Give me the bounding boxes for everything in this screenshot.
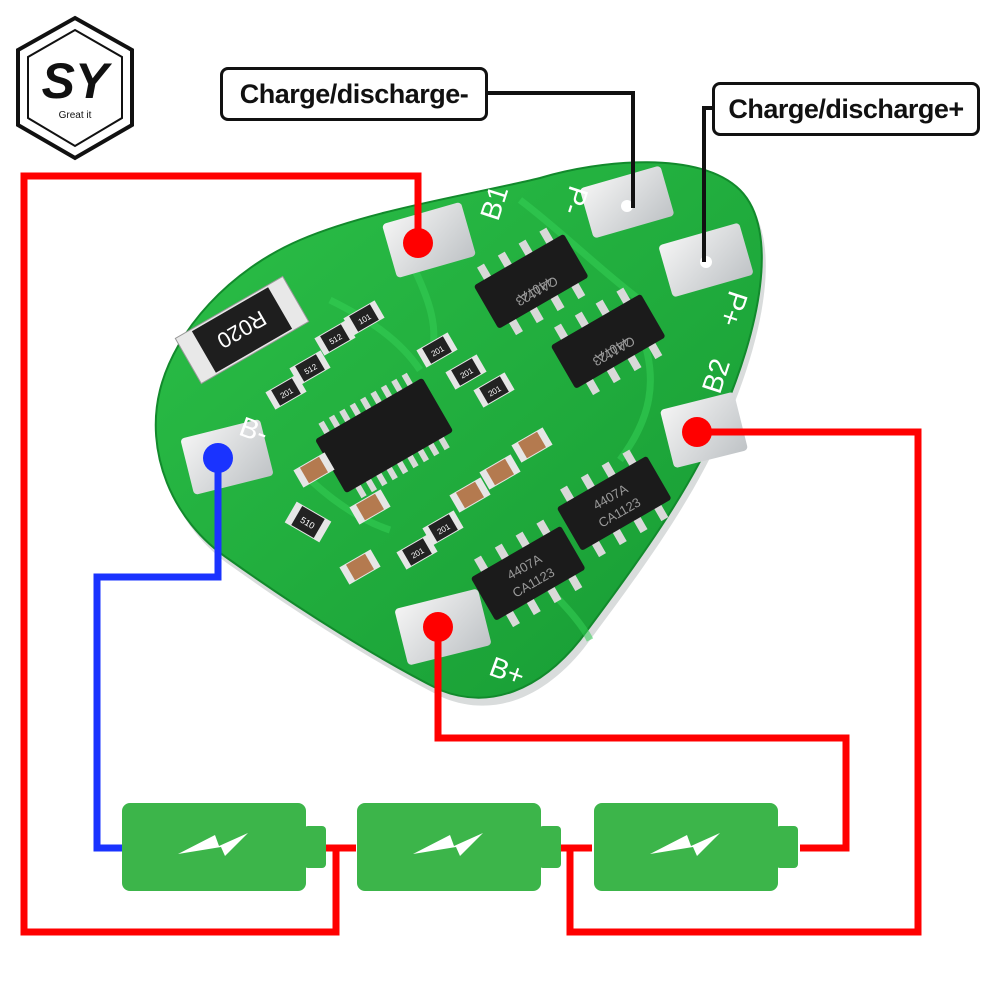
- smd-resistor-r8: 510: [284, 501, 332, 543]
- logo-letters: SY: [42, 53, 113, 109]
- smd-capacitors: [293, 427, 553, 585]
- mosfet-1: 4407A CA1123: [474, 227, 588, 336]
- wire-b-plus: [434, 627, 850, 852]
- smd-resistor-r3: 512: [289, 350, 331, 386]
- smd-resistor-r10: 201: [396, 534, 438, 570]
- junction-dots: [203, 228, 712, 642]
- protection-ic: [316, 372, 453, 499]
- battery-cell-2-bolt-icon: [413, 833, 483, 856]
- smd-resistor-r2: 512: [314, 320, 356, 356]
- smd-resistor-r6: 201: [445, 354, 487, 390]
- pad-p-minus: P-: [556, 166, 674, 238]
- wire-b-minus: [93, 458, 222, 852]
- battery-cell-1: [122, 803, 326, 891]
- battery-cell-1-bolt-icon: [178, 833, 248, 856]
- battery-cell-3-bolt-icon: [650, 833, 720, 856]
- brand-logo: SY Great it: [16, 15, 134, 161]
- logo-tagline: Great it: [59, 110, 92, 121]
- callout-charge-discharge-plus: Charge/discharge+: [712, 82, 980, 136]
- shunt-resistor: R020: [174, 275, 310, 385]
- smd-resistor-r9: 201: [422, 510, 464, 546]
- callout-charge-discharge-minus: Charge/discharge-: [220, 67, 488, 121]
- mosfet-4: 4407A CA1123: [471, 519, 585, 628]
- battery-cell-3: [594, 803, 798, 891]
- leader-discharge-plus: [702, 106, 712, 262]
- dot-b-plus: [423, 612, 453, 642]
- wires: [20, 91, 922, 936]
- bms-pcb-board: B1 P- P+ B2 B- B+ R020: [154, 161, 766, 706]
- smd-resistor-r5: 201: [416, 332, 458, 368]
- battery-cell-2: [357, 803, 561, 891]
- dot-b2: [682, 417, 712, 447]
- smd-resistor-r4: 201: [265, 374, 307, 410]
- leader-discharge-minus: [488, 91, 635, 208]
- smd-resistor-r1: 101: [343, 300, 385, 336]
- dot-b-minus: [203, 443, 233, 473]
- dot-b1: [403, 228, 433, 258]
- smd-resistor-r7: 201: [473, 372, 515, 408]
